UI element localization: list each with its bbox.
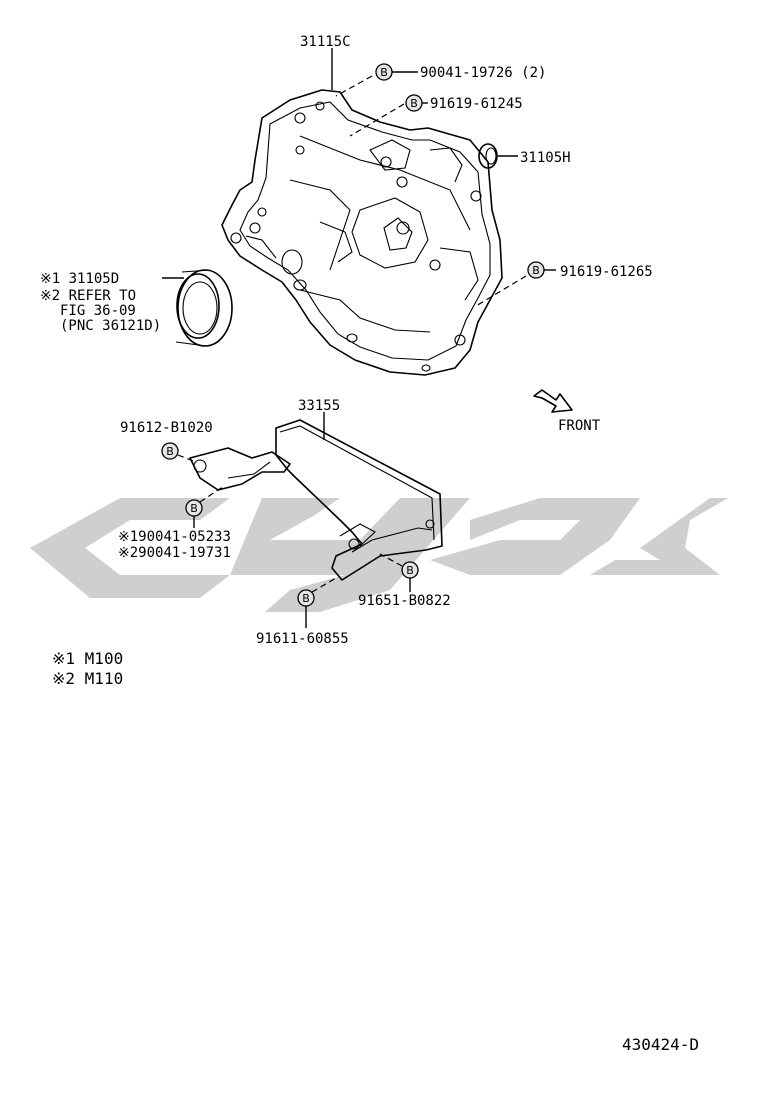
transaxle-case-drawing [221,89,503,376]
front-arrow-icon [533,389,573,413]
badge-letter: B [302,592,310,605]
callout-91611-60855: 91611-60855 [256,631,349,647]
case-cover-drawing [189,419,443,581]
legend-m100: ※1 M100 [52,649,123,668]
callout-pnc-36121d: (PNC 36121D) [60,318,161,334]
badge-letter: B [190,502,198,515]
callout-31105d: ※1 31105D [40,271,119,287]
callout-90041-19731: ※290041-19731 [118,545,231,561]
callout-90041-19726: 90041-19726 (2) [420,65,546,81]
legend-m110: ※2 M110 [52,669,123,688]
callout-91619-61265: 91619-61265 [560,264,653,280]
watermark-logo [30,498,728,612]
figure-code: 430424-D [622,1035,699,1054]
badge-letter: B [166,445,174,458]
badge-letter: B [532,264,540,277]
callout-91612-b1020: 91612-B1020 [120,420,213,436]
model-legend: ※1 M100 ※2 M110 [52,649,123,688]
callout-91651-b0822: 91651-B0822 [358,593,451,609]
badge-letter: B [380,66,388,79]
case-callouts: 31115C B 90041-19726 (2) B 91619-61245 3… [40,34,653,334]
callout-91619-61245: 91619-61245 [430,96,523,112]
cover-callouts: 33155 91612-B1020 B B ※190041-05233 ※290… [118,398,451,647]
callout-31105h: 31105H [520,150,571,166]
badge-letter: B [406,564,414,577]
callout-33155: 33155 [298,398,340,414]
callout-31115c: 31115C [300,34,351,50]
front-label: FRONT [558,418,601,434]
badge-letter: B [410,97,418,110]
callout-fig-36-09: FIG 36-09 [60,303,136,319]
oil-seal-31105d [175,269,233,347]
callout-refer-to: ※2 REFER TO [40,288,136,304]
oil-seal-31105h [478,143,498,169]
callout-90041-05233: ※190041-05233 [118,529,231,545]
bolt-badge-icon [161,442,179,460]
front-arrow: FRONT [533,389,601,434]
